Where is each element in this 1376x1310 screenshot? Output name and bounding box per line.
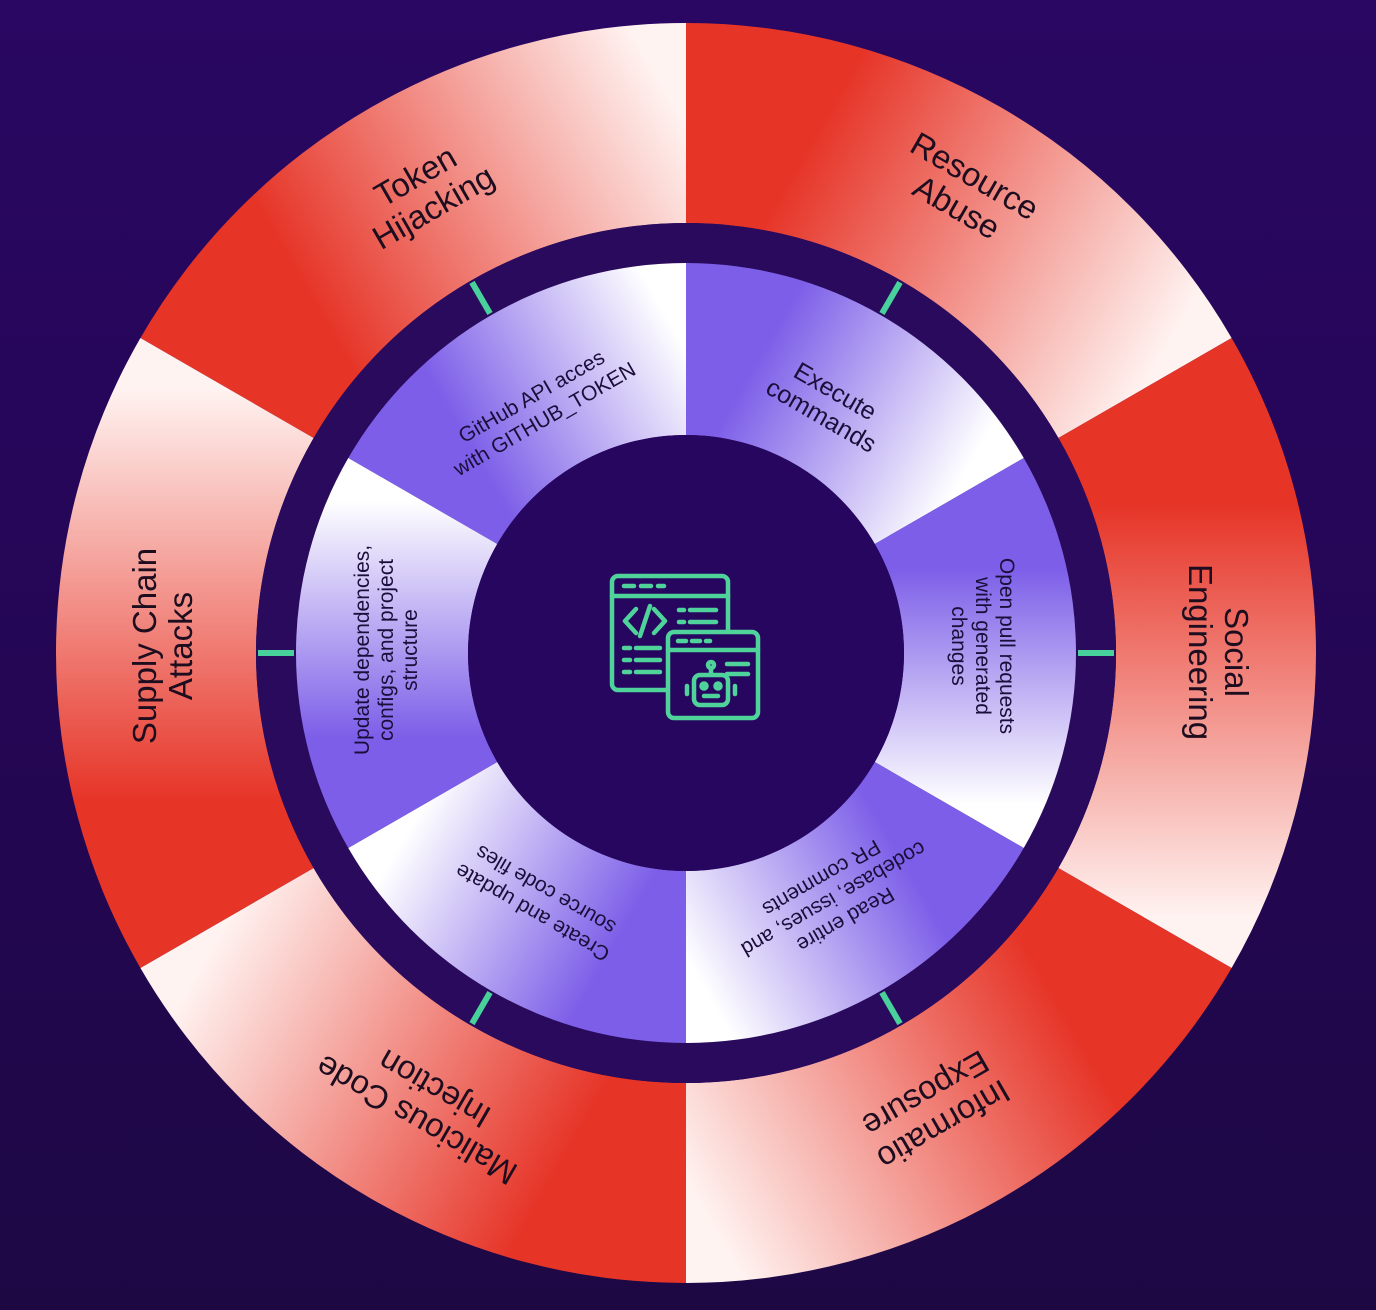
- inner-label-line: configs, and project: [375, 559, 398, 741]
- outer-segment-malicious-code-injection: [140, 868, 686, 1283]
- inner-ring: [296, 263, 1076, 1043]
- outer-label-line: Attacks: [162, 592, 199, 700]
- outer-segment-token-hijacking: [140, 23, 686, 438]
- outer-label-line: Supply Chain: [126, 548, 163, 744]
- outer-segment-supply-chain-attacks: [55, 338, 314, 968]
- outer-label-supply-chain-attacks: Supply Chain Attacks: [126, 548, 199, 744]
- inner-label-line: structure: [399, 609, 422, 691]
- code-window-robot-icon: [609, 573, 761, 721]
- inner-label-line: with generated: [971, 576, 994, 715]
- inner-segment-create-update-source: [348, 762, 686, 1043]
- outer-label-social-engineering: Social Engineering: [1182, 564, 1255, 740]
- inner-segment-github-api-access: [348, 263, 686, 544]
- outer-segment-resource-abuse: [686, 23, 1232, 438]
- outer-label-line: Social: [1218, 607, 1255, 697]
- ring-tick: [879, 280, 903, 316]
- ring-tick-marks: [258, 280, 1114, 1026]
- inner-segment-open-pull-requests: [874, 458, 1076, 848]
- inner-label-open-pull-requests: Open pull requests with generated change…: [947, 558, 1018, 734]
- outer-segment-information-exposure: [686, 868, 1232, 1284]
- outer-ring: [55, 23, 1316, 1284]
- inner-segment-execute-commands: [686, 263, 1024, 544]
- inner-segment-update-dependencies: [296, 458, 498, 848]
- inner-label-line: changes: [947, 606, 970, 685]
- inner-label-line: Update dependencies,: [351, 545, 374, 755]
- inner-label-line: Open pull requests: [995, 558, 1018, 734]
- ring-tick: [879, 990, 903, 1026]
- inner-segment-read-codebase: [686, 762, 1024, 1043]
- outer-label-line: Engineering: [1182, 564, 1219, 740]
- outer-segment-social-engineering: [1058, 338, 1316, 968]
- ring-tick: [469, 990, 493, 1026]
- ring-tick: [469, 280, 493, 316]
- inner-label-update-dependencies: Update dependencies, configs, and projec…: [351, 545, 422, 755]
